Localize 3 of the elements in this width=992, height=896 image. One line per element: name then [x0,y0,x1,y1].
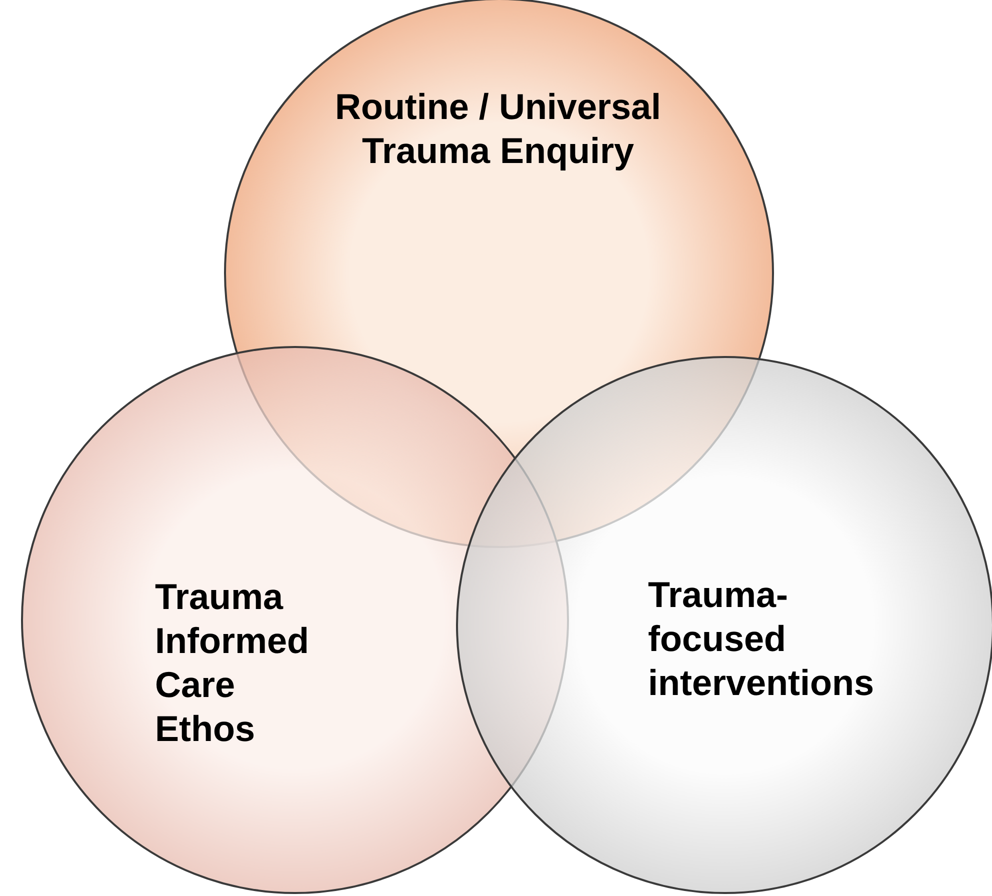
circle-label: Trauma-focused interventions [648,573,876,705]
circle-label: Trauma Informed Care Ethos [155,575,310,751]
circle-label: Routine / Universal Trauma Enquiry [334,85,662,173]
